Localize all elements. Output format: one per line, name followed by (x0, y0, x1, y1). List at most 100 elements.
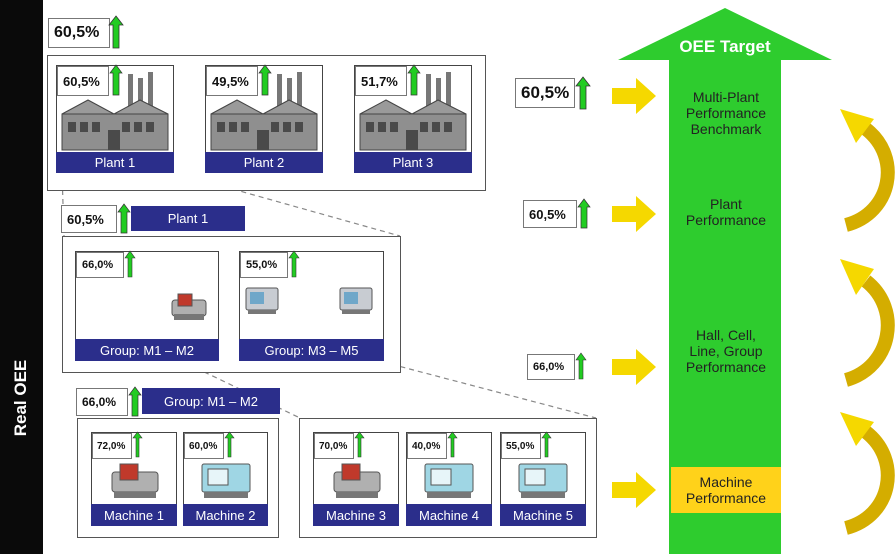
plant-value-text: 49,5% (212, 73, 249, 89)
machine-label: Machine 4 (406, 504, 492, 526)
plant-detail-value: 60,5% (61, 205, 117, 233)
sidebar (0, 0, 43, 554)
plant-value-text: 51,7% (361, 73, 398, 89)
level-value: 60,5% (523, 200, 577, 228)
yellow-right-arrow-icon (612, 349, 656, 385)
up-arrow-icon (132, 431, 143, 458)
plant-label: Plant 2 (205, 152, 323, 173)
machine-label: Machine 2 (183, 504, 268, 526)
factory-icon (61, 72, 169, 151)
group-detail-title: Group: M1 – M2 (142, 388, 280, 414)
cnc-machine-icon (245, 287, 279, 314)
group-detail-value: 66,0% (76, 388, 128, 416)
up-arrow-icon (108, 15, 124, 49)
plant-label-text: Plant 2 (243, 155, 285, 170)
up-arrow-icon (117, 203, 131, 234)
up-arrow-icon (124, 250, 136, 278)
up-arrow-icon (577, 198, 591, 229)
machine-label: Machine 3 (313, 504, 399, 526)
level-value: 60,5% (515, 78, 575, 108)
machine-label-text: Machine 1 (104, 507, 164, 523)
up-arrow-icon (447, 431, 458, 458)
group-detail-title-text: Group: M1 – M2 (164, 393, 258, 409)
machine-label-text: Machine 3 (326, 507, 386, 523)
group-label: Group: M3 – M5 (239, 339, 384, 361)
yellow-right-arrow-icon (612, 78, 656, 114)
plant-value-text: 60,5% (63, 73, 100, 89)
machine-label-text: Machine 4 (419, 507, 479, 523)
cnc-machine-icon (424, 463, 474, 498)
group-value-text: 55,0% (246, 259, 278, 271)
machine-label-text: Machine 2 (195, 507, 256, 523)
level-line: Benchmark (690, 121, 762, 138)
top-oee-value-text: 60,5% (54, 24, 100, 41)
cnc-machine-icon (518, 463, 568, 498)
group-value-text: 66,0% (82, 259, 114, 271)
lathe-machine-icon (171, 293, 207, 320)
up-arrow-icon (288, 250, 300, 278)
level-value-text: 66,0% (533, 361, 565, 373)
group-value: 66,0% (76, 252, 124, 278)
group-detail-value-text: 66,0% (82, 395, 117, 409)
machine-value-text: 72,0% (97, 440, 126, 452)
up-arrow-icon (109, 64, 123, 96)
group-value: 55,0% (240, 252, 288, 278)
oee-target-label: OEE Target (679, 37, 771, 56)
plant-label-text: Plant 3 (392, 155, 434, 170)
machine-value-text: 70,0% (319, 440, 348, 452)
plant-value: 60,5% (57, 66, 109, 96)
machine-value: 72,0% (92, 433, 132, 459)
plant-label-text: Plant 1 (94, 155, 136, 170)
yellow-right-arrow-icon (612, 196, 656, 232)
level-label-machine: Machine Performance (671, 467, 781, 513)
up-arrow-icon (258, 64, 272, 96)
machine-value: 60,0% (184, 433, 224, 459)
curved-up-arrow-icon (840, 412, 895, 535)
cnc-machine-icon (339, 287, 373, 314)
level-line: Performance (685, 359, 767, 376)
level-line: Plant (710, 196, 742, 212)
up-arrow-icon (224, 431, 235, 458)
up-arrow-icon (407, 64, 421, 96)
factory-icon (210, 72, 318, 151)
level-value-text: 60,5% (521, 83, 570, 102)
curved-up-arrow-icon (840, 109, 895, 232)
lathe-machine-icon (333, 463, 381, 498)
level-label-multi-plant: Multi-Plant Performance Benchmark (670, 89, 782, 137)
group-label-text: Group: M3 – M5 (264, 342, 359, 358)
plant-detail-value-text: 60,5% (67, 211, 104, 227)
level-line: Performance (685, 212, 767, 229)
machine-label-text: Machine 5 (513, 507, 573, 523)
group-label: Group: M1 – M2 (75, 339, 219, 361)
yellow-right-arrow-icon (612, 472, 656, 508)
machine-value-text: 60,0% (189, 440, 218, 452)
machine-label: Machine 1 (91, 504, 177, 526)
level-value-text: 60,5% (529, 206, 566, 222)
group-label-text: Group: M1 – M2 (100, 342, 194, 358)
up-arrow-icon (575, 352, 587, 380)
machine-label: Machine 5 (500, 504, 586, 526)
machine-value-text: 40,0% (412, 440, 441, 452)
plant-value: 49,5% (206, 66, 258, 96)
level-line: Performance (685, 490, 767, 506)
up-arrow-icon (128, 386, 142, 417)
level-value: 66,0% (527, 354, 575, 380)
plant-detail-title: Plant 1 (131, 206, 245, 231)
plant-value: 51,7% (355, 66, 407, 96)
machine-value: 70,0% (314, 433, 354, 459)
level-line: Hall, Cell, (696, 327, 756, 343)
level-line: Performance (685, 105, 767, 122)
up-arrow-icon (575, 76, 591, 110)
level-line: Line, Group (689, 343, 763, 360)
connector-line (382, 361, 597, 419)
top-oee-value: 60,5% (48, 18, 110, 48)
plant-label: Plant 1 (56, 152, 174, 173)
plant-label: Plant 3 (354, 152, 472, 173)
cnc-machine-icon (201, 463, 251, 498)
level-line: Machine (699, 473, 753, 490)
lathe-machine-icon (111, 463, 159, 498)
up-arrow-icon (354, 431, 365, 458)
machine-value: 55,0% (501, 433, 541, 459)
level-line: Multi-Plant (692, 89, 760, 105)
machine-value: 40,0% (407, 433, 447, 459)
